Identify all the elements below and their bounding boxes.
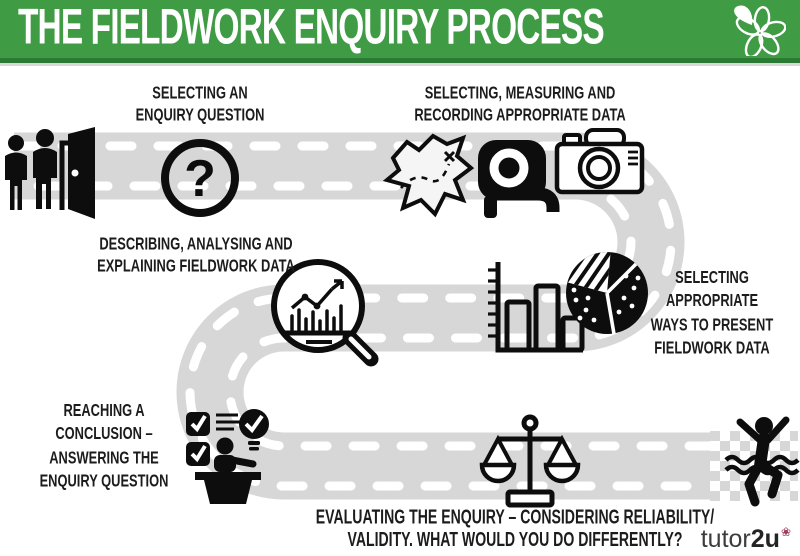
header-banner: THE FIELDWORK ENQUIRY PROCESS <box>0 0 800 63</box>
map-icon <box>383 133 475 218</box>
conclusion-desk-icon <box>186 409 269 504</box>
label-select-question: SELECTING AN ENQUIRY QUESTION <box>135 82 265 124</box>
label-present-data: SELECTING APPROPRIATE WAYS TO PRESENT FI… <box>650 266 774 358</box>
question-mark-icon: ? <box>161 139 239 217</box>
tutor2u-flower-icon: ❀ <box>780 524 791 539</box>
label-analyse-data: DESCRIBING, ANALYSING AND EXPLAINING FIE… <box>97 233 295 275</box>
question-mark-glyph: ? <box>184 150 216 208</box>
label-conclusion: REACHING A CONCLUSION – ANSWERING THE EN… <box>39 399 169 491</box>
tutor2u-logo-text-bold: 2u <box>750 525 780 553</box>
bar-chart-icon <box>488 262 585 353</box>
camera-icon <box>554 128 645 195</box>
road-lane-dashes-inner <box>9 181 717 491</box>
pie-chart-icon <box>566 252 648 335</box>
tutor2u-logo: tutor2u❀ <box>700 524 791 554</box>
label-evaluate: EVALUATING THE ENQUIRY – CONSIDERING REL… <box>315 507 715 551</box>
road-surface <box>14 132 712 500</box>
scales-icon <box>479 414 581 508</box>
people-door-icon <box>5 127 95 219</box>
finish-runner-icon <box>724 416 800 507</box>
tutor2u-logo-text: tutor <box>700 525 751 553</box>
magnifier-chart-icon <box>271 259 379 367</box>
page-title: THE FIELDWORK ENQUIRY PROCESS <box>18 0 605 56</box>
label-record-data: SELECTING, MEASURING AND RECORDING APPRO… <box>414 82 626 124</box>
tape-measure-icon <box>478 140 560 218</box>
flower-logo <box>734 5 786 56</box>
